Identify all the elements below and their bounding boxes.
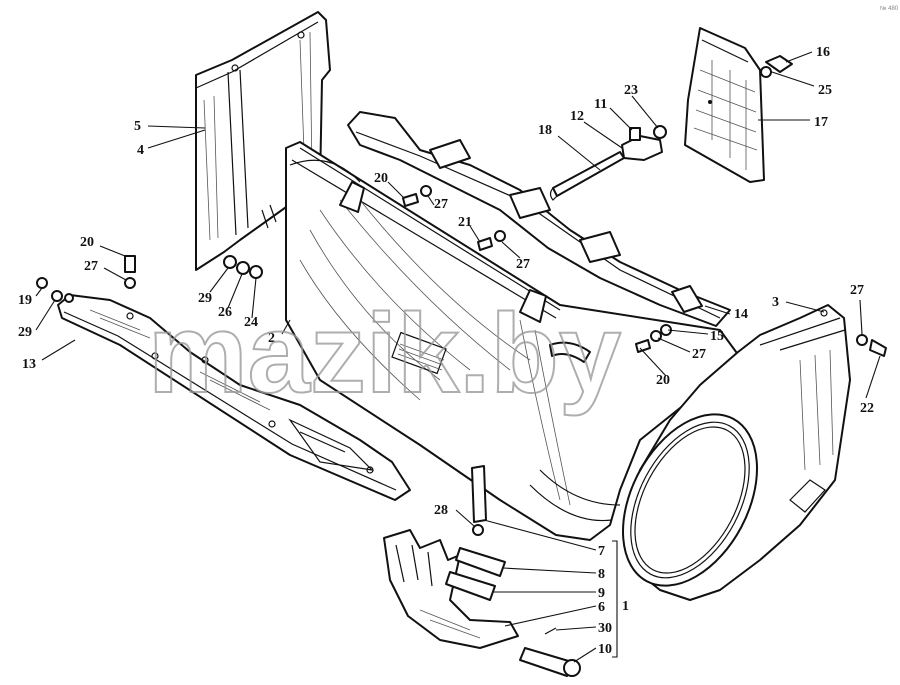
callout-26: 26: [218, 305, 232, 320]
callout-13: 13: [22, 357, 36, 372]
callout-8: 8: [598, 567, 605, 582]
callout-19: 19: [18, 293, 32, 308]
lower-bracket-part: [57, 294, 411, 501]
callout-1: 1: [622, 599, 629, 614]
end-cover-part: [622, 304, 851, 601]
callout-24: 24: [244, 315, 258, 330]
fasteners: [36, 185, 887, 536]
corner-mark: № 480: [880, 5, 899, 12]
callout-21: 21: [458, 215, 472, 230]
callout-20: 20: [656, 373, 670, 388]
callout-20: 20: [80, 235, 94, 250]
callout-14: 14: [734, 307, 748, 322]
callout-28: 28: [434, 503, 448, 518]
callout-9: 9: [598, 586, 605, 601]
callout-7: 7: [598, 544, 605, 559]
callout-27: 27: [84, 259, 98, 274]
callout-25: 25: [818, 83, 832, 98]
callout-30: 30: [598, 621, 612, 636]
callout-5: 5: [134, 119, 141, 134]
callout-27: 27: [692, 347, 706, 362]
callout-10: 10: [598, 642, 612, 657]
deflector-part: [684, 27, 765, 183]
support-assembly-part: [383, 529, 581, 677]
callout-2: 2: [268, 331, 275, 346]
main-housing-part: [285, 141, 743, 541]
callout-6: 6: [598, 600, 605, 615]
callout-17: 17: [814, 115, 828, 130]
callout-16: 16: [816, 45, 830, 60]
wing-bolt-part: [760, 55, 793, 78]
callout-22: 22: [860, 401, 874, 416]
side-shield-part: [195, 11, 331, 271]
callout-11: 11: [594, 97, 607, 112]
callout-4: 4: [137, 143, 144, 158]
bracket-assembly-part: [621, 125, 667, 161]
callout-29: 29: [18, 325, 32, 340]
callout-20: 20: [374, 171, 388, 186]
callout-18: 18: [538, 123, 552, 138]
callout-12: 12: [570, 109, 584, 124]
watermark-text: mazik.by: [148, 291, 621, 416]
callout-23: 23: [624, 83, 638, 98]
callout-27: 27: [850, 283, 864, 298]
callout-27: 27: [516, 257, 530, 272]
leader-lines: [35, 51, 881, 663]
callout-3: 3: [772, 295, 779, 310]
callout-labels: 5 4 20 27 19 29 13 29 26 24 2 20 27 21 2…: [18, 45, 874, 657]
callout-29: 29: [198, 291, 212, 306]
upper-rail-part: [347, 111, 731, 327]
callout-15: 15: [710, 329, 724, 344]
callout-27: 27: [434, 197, 448, 212]
